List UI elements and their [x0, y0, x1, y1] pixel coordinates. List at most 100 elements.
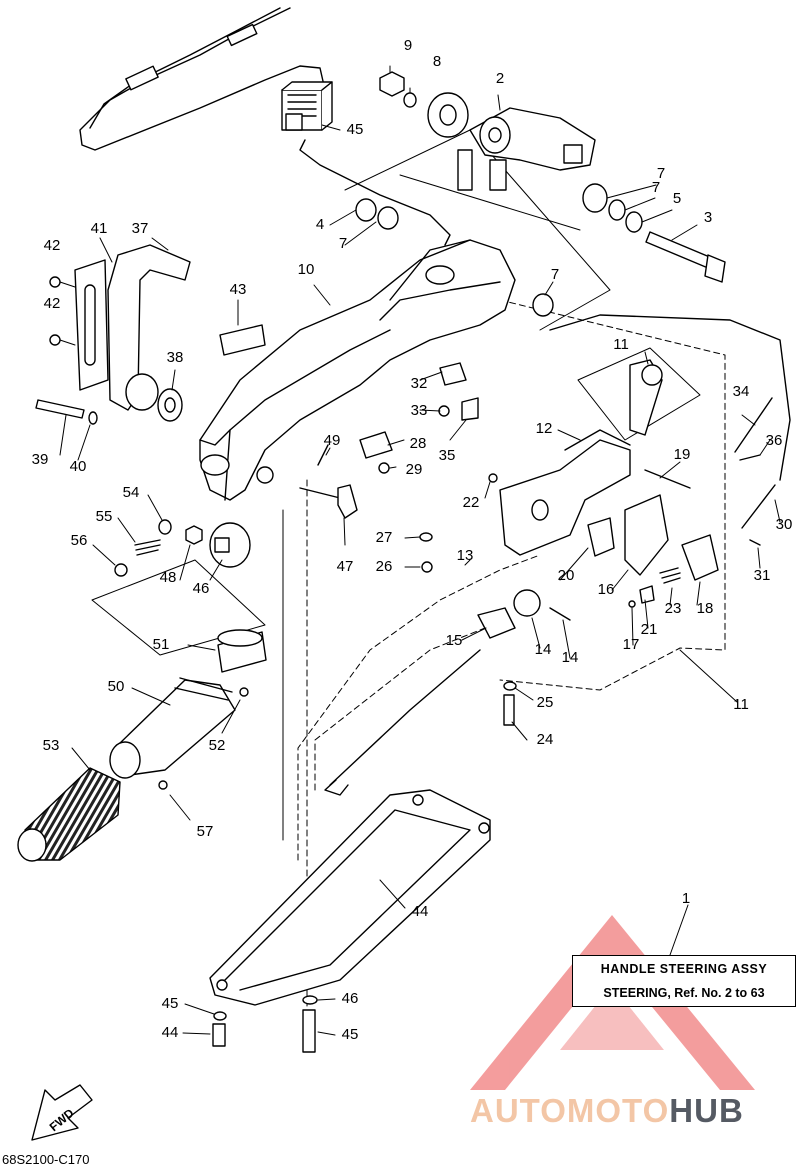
- callout-40: 38: [166, 349, 184, 366]
- part-57-sleeve: [217, 629, 267, 673]
- callout-62: 56: [70, 532, 88, 549]
- part-5-washer: [608, 199, 626, 221]
- part-34-clip: [439, 362, 467, 386]
- part-53-knob: [299, 484, 358, 519]
- callout-7-right: 7: [550, 266, 560, 283]
- watermark-part2: HUB: [669, 1092, 744, 1129]
- bracket-outline: [91, 129, 701, 841]
- callout-30: 28: [409, 435, 427, 452]
- callout-57: 51: [152, 636, 170, 653]
- callout-25: 23: [664, 600, 682, 617]
- part-9-nut: [379, 71, 405, 97]
- part-20-block: [681, 534, 719, 581]
- part-37-clip: [461, 397, 479, 421]
- part-2-arm: [427, 92, 596, 191]
- part-31-screw: [378, 462, 390, 474]
- callout-13: 11: [613, 336, 629, 353]
- part-6-bushing: [582, 183, 608, 213]
- watermark-part1: AUTOMOTO: [470, 1092, 670, 1129]
- callout-3: 3: [703, 209, 713, 226]
- part-42-washer: [88, 411, 98, 425]
- callout-50: 46: [341, 990, 359, 1007]
- part-4-washer-right: [625, 211, 643, 233]
- callout-52: 46: [192, 580, 210, 597]
- callout-8: 8: [432, 53, 442, 70]
- callout-29: 27: [375, 529, 393, 546]
- callout-15: 14: [534, 641, 552, 658]
- callout-61: 55: [95, 508, 113, 525]
- callout-58: 52: [208, 737, 226, 754]
- callout-23: 21: [640, 621, 658, 638]
- part-12-bracket: [499, 429, 631, 556]
- part-27-washer: [503, 681, 517, 691]
- part-32-rod: [741, 484, 776, 529]
- callout-38: 36: [765, 432, 783, 449]
- assembly-subtitle: STEERING, Ref. No. 2 to 63: [603, 986, 765, 1000]
- callout-47: 44: [161, 1024, 179, 1041]
- assembly-title: HANDLE STEERING ASSY: [600, 962, 768, 976]
- callout-44-bottom: 42: [43, 295, 61, 312]
- figure-code: 68S2100-C170: [2, 1152, 90, 1167]
- part-3-bolt: [645, 231, 726, 283]
- part-54-nut: [185, 525, 203, 545]
- callout-39: 37: [131, 220, 149, 237]
- callout-16: 14: [561, 649, 579, 666]
- callout-12: 12: [535, 420, 553, 437]
- part-38-clip: [739, 454, 761, 461]
- part-22-plate: [587, 517, 615, 557]
- part-49-screw: [302, 1009, 316, 1053]
- callout-20: 18: [696, 600, 714, 617]
- callout-63: 57: [196, 823, 214, 840]
- callout-53: 47: [336, 558, 354, 575]
- part-44-screw-bottom: [49, 334, 61, 346]
- callout-11: 11: [733, 696, 749, 713]
- part-44-screw-top: [49, 276, 61, 288]
- part-18-cam: [624, 494, 669, 576]
- callout-48: 45: [161, 995, 179, 1012]
- callout-17: 15: [445, 632, 463, 649]
- throttle-cables: [79, 7, 451, 246]
- part-52-friction: [209, 522, 251, 568]
- group-outline-11: [297, 299, 726, 861]
- part-21-pin: [644, 469, 691, 489]
- watermark-logo: [470, 915, 755, 1090]
- watermark-text: AUTOMOTOHUB: [470, 1092, 744, 1130]
- part-19-ball: [628, 600, 636, 608]
- callout-54: 48: [159, 569, 177, 586]
- assembly-label-box: HANDLE STEERING ASSY STEERING, Ref. No. …: [572, 955, 796, 1007]
- callout-45: 43: [229, 281, 247, 298]
- part-51-switch: [281, 81, 333, 131]
- part-45-label: [219, 324, 266, 356]
- part-13-lever: [629, 359, 663, 436]
- callout-43: 41: [90, 220, 108, 237]
- part-50-washer: [302, 995, 318, 1005]
- callout-46: 44: [411, 903, 429, 920]
- part-10-handle-body: [199, 239, 516, 501]
- callout-5: 7: [651, 179, 661, 196]
- part-47-screw: [212, 1023, 226, 1047]
- part-56-shaft: [109, 677, 236, 779]
- part-61-spring: [134, 539, 161, 556]
- callout-31: 29: [405, 461, 423, 478]
- part-8-washer: [403, 92, 417, 108]
- part-39-bracket: [107, 244, 191, 411]
- cable-loop-right: [549, 314, 791, 481]
- fwd-arrow: [31, 1084, 93, 1141]
- part-59-grip: [17, 767, 121, 862]
- part-63-screw: [158, 780, 168, 790]
- callout-6: 7: [656, 165, 666, 182]
- callout-4-right: 5: [672, 190, 682, 207]
- callout-55: 49: [323, 432, 341, 449]
- part-48-washer: [213, 1011, 227, 1021]
- part-7-bushing-left: [377, 206, 399, 230]
- callout-35: 33: [410, 402, 428, 419]
- callout-37: 35: [438, 447, 456, 464]
- callout-26: 24: [536, 731, 554, 748]
- callout-7-left: 7: [338, 235, 348, 252]
- callout-21: 19: [673, 446, 691, 463]
- callout-2: 2: [495, 70, 505, 87]
- part-25-spring: [659, 567, 681, 584]
- callout-9: 9: [403, 37, 413, 54]
- callout-4-left: 4: [315, 216, 325, 233]
